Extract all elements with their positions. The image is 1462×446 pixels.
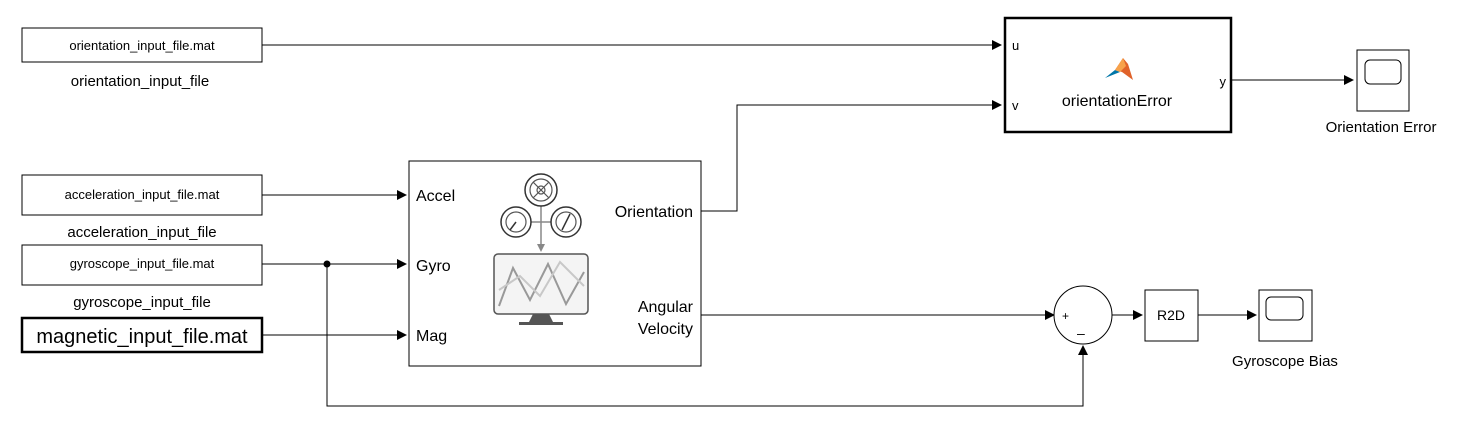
orientation-error-scope-block[interactable] — [1356, 49, 1410, 112]
gain-label: R2D — [1157, 307, 1185, 323]
port-label-mag: Mag — [416, 328, 447, 345]
port-label-v: v — [1012, 98, 1019, 113]
sum-block[interactable]: + – — [1053, 285, 1113, 345]
source-file-name: orientation_input_file.mat — [69, 38, 215, 53]
orientation-source-block[interactable]: orientation_input_file.mat — [21, 27, 263, 63]
sum-minus-sign: – — [1077, 325, 1085, 341]
scope-screen-icon — [1265, 296, 1304, 321]
matlab-logo-icon — [1105, 58, 1133, 80]
port-label-gyro: Gyro — [416, 258, 451, 275]
scope-label: Gyroscope Bias — [1232, 353, 1338, 370]
gyroscope-source-block[interactable]: gyroscope_input_file.mat — [21, 244, 263, 286]
acceleration-source-block[interactable]: acceleration_input_file.mat — [21, 174, 263, 216]
port-label-y: y — [1220, 74, 1227, 89]
source-block-label: orientation_input_file — [71, 73, 209, 90]
r2d-gain-block[interactable]: R2D — [1144, 289, 1199, 342]
source-file-name: acceleration_input_file.mat — [65, 187, 220, 202]
source-file-name: magnetic_input_file.mat — [36, 326, 248, 348]
ahrs-filter-block[interactable]: Accel Gyro Mag Orientation Angular Veloc… — [408, 160, 702, 367]
source-block-label: gyroscope_input_file — [73, 294, 211, 311]
orientation-error-function-block[interactable]: u v y orientationError — [1003, 16, 1233, 134]
port-label-orientation: Orientation — [615, 204, 693, 221]
magnetic-source-block[interactable]: magnetic_input_file.mat — [20, 316, 264, 354]
port-label-u: u — [1012, 38, 1019, 53]
branch-point — [323, 260, 331, 268]
scope-screen-icon — [1364, 59, 1402, 85]
source-file-name: gyroscope_input_file.mat — [70, 256, 215, 271]
sensor-fusion-icon — [493, 173, 589, 325]
port-label-velocity: Velocity — [638, 321, 693, 338]
gyroscope-bias-scope-block[interactable] — [1258, 289, 1313, 342]
wire-gyro-branch-to-sum[interactable] — [326, 264, 1088, 407]
scope-label: Orientation Error — [1326, 119, 1437, 136]
wire-orientation-to-v[interactable] — [701, 100, 1002, 212]
port-label-accel: Accel — [416, 188, 455, 205]
sum-plus-sign: + — [1062, 309, 1069, 323]
port-label-angular: Angular — [638, 299, 694, 316]
source-block-label: acceleration_input_file — [67, 224, 216, 241]
function-name: orientationError — [1062, 93, 1173, 110]
